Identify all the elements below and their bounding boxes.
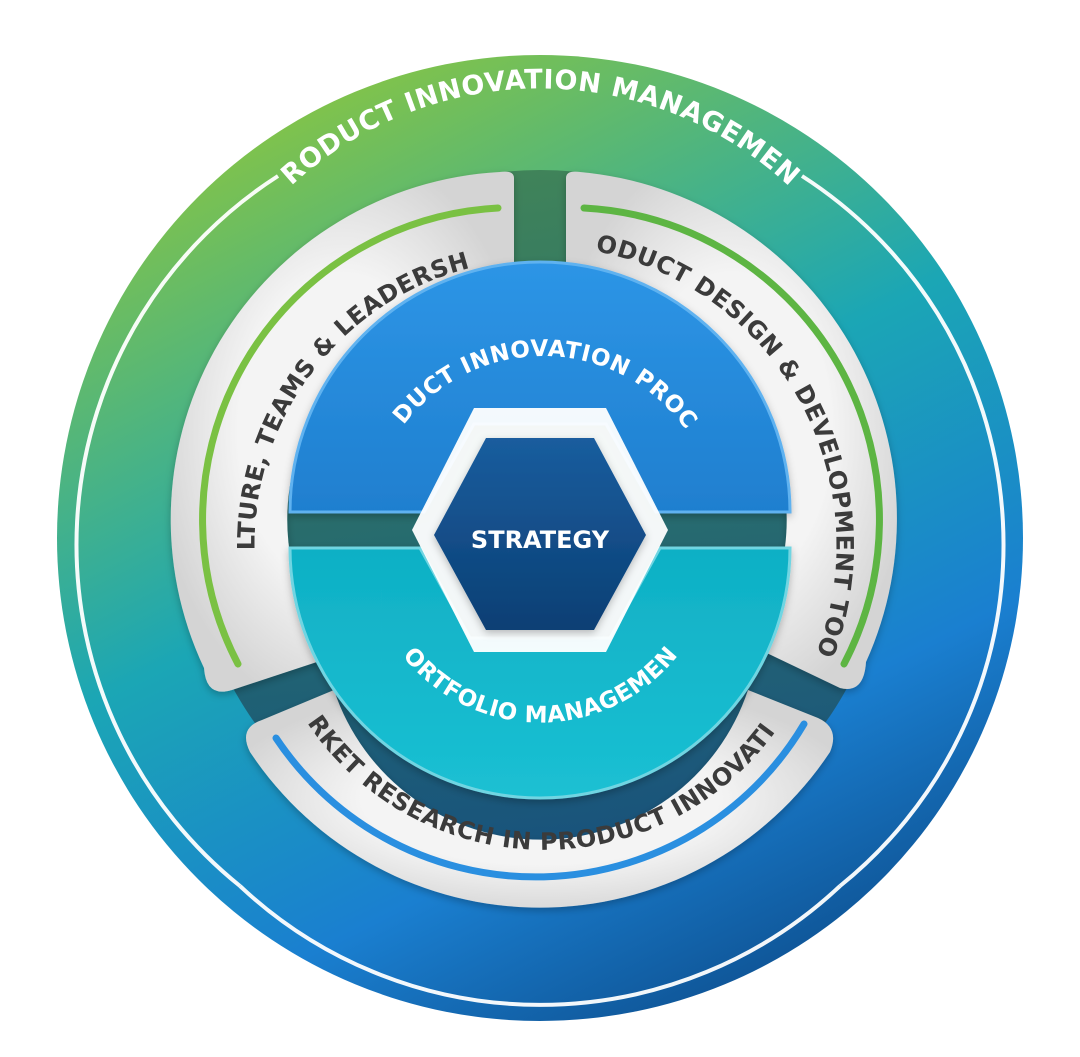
strategy-hexagon bbox=[434, 438, 646, 630]
portfolio-ring bbox=[288, 546, 792, 800]
accent-arc-market bbox=[272, 720, 808, 881]
accent-arc-culture bbox=[199, 204, 502, 668]
outer-ring-rule-left-lower bbox=[238, 884, 842, 1007]
outer-ring-rule-right bbox=[800, 174, 1006, 888]
strategy-label: STRATEGY bbox=[471, 526, 610, 554]
accent-arc-design bbox=[580, 204, 883, 668]
panel-market-research bbox=[246, 690, 834, 908]
process-ring bbox=[288, 260, 792, 514]
outer-ring-rule-left bbox=[74, 174, 280, 888]
